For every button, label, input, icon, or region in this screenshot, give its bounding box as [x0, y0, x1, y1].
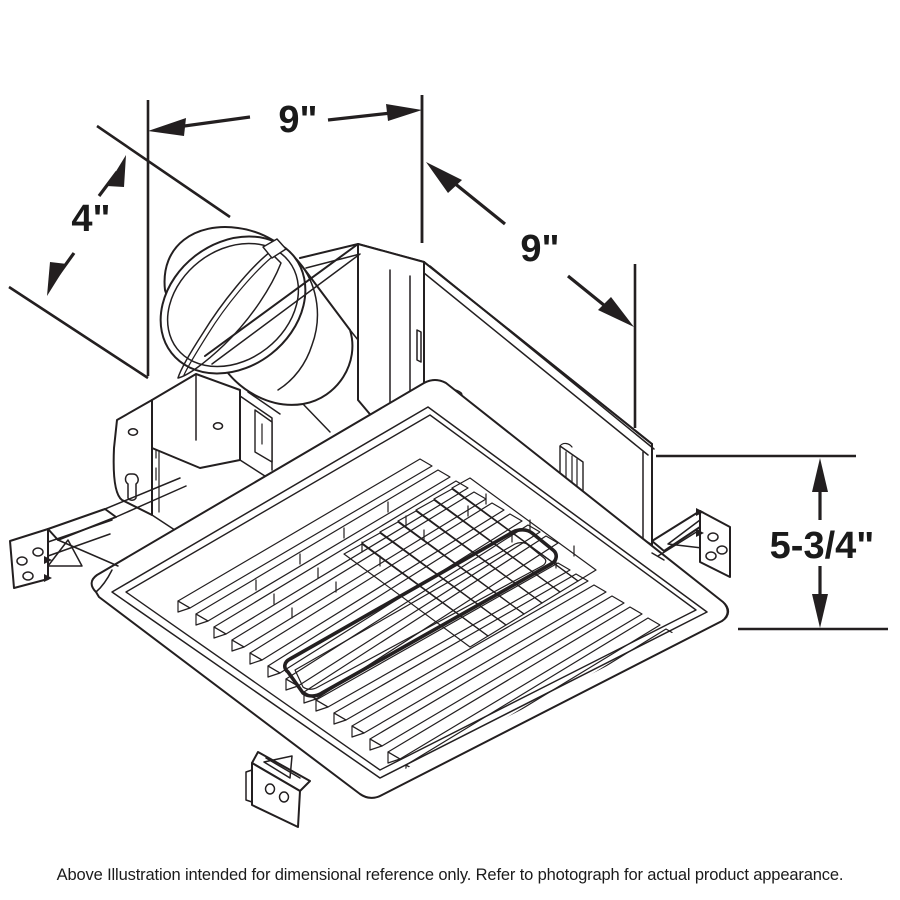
dimension-label-width: 9" [278, 99, 317, 141]
dimension-label-height: 5-3/4" [770, 525, 875, 567]
grille [90, 379, 730, 799]
louver-end-caps [177, 600, 419, 777]
product-artwork [9, 226, 731, 828]
extension-line-duct-top [96, 124, 231, 219]
caption-text: Above Illustration intended for dimensio… [56, 866, 844, 884]
dimension-label-duct: 4" [71, 198, 110, 240]
hanger-plate [112, 373, 281, 541]
dimension-depth-right: 9" [420, 95, 637, 428]
housing-body [204, 243, 655, 546]
dimension-height-right: 5-3/4" [656, 454, 888, 631]
dimension-duct-height: 4" [8, 124, 231, 380]
mounting-bracket-left [9, 477, 187, 589]
dimension-label-depth: 9" [520, 228, 559, 270]
mounting-bracket-right [651, 508, 731, 578]
mounting-bracket-bottom [245, 751, 311, 828]
extension-line-duct-bottom [8, 285, 149, 380]
louver-group-right-upper [343, 477, 597, 648]
louver-tabs [255, 493, 575, 619]
grille-panel [283, 528, 558, 698]
